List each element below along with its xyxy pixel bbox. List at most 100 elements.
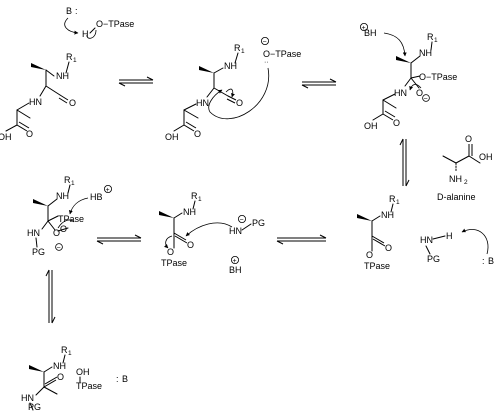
equilibrium-arrow-4 xyxy=(276,234,327,245)
o-tpase-2: O−TPase xyxy=(263,49,301,59)
ester-o-acyl: O xyxy=(366,250,373,260)
nh-label-3: NH xyxy=(419,48,432,58)
equilibrium-arrow-1 xyxy=(118,76,154,87)
hn-label-mid: HN xyxy=(229,226,242,236)
pg-label-prod: PG xyxy=(28,402,41,411)
tpase-label-enzyme: TPase xyxy=(76,381,102,391)
h-label: H xyxy=(82,29,89,39)
hn-label-ti2: HN xyxy=(27,228,40,238)
r-sub-2: 1 xyxy=(241,48,245,55)
nh-label-acyl: NH xyxy=(381,210,394,220)
acid-o-2: O xyxy=(194,129,201,139)
nucleophilic-attack-arrow xyxy=(208,67,270,120)
amide-hn-label: HN xyxy=(29,97,42,107)
da-nh-label: NH xyxy=(449,174,462,184)
da-nh-sub: 2 xyxy=(464,179,468,186)
r-label-acyl: R xyxy=(389,194,396,204)
plus-ti2: + xyxy=(106,187,110,194)
tetrahedral-intermediate-1: + BH NH R 1 O−TPase O − HN O OH xyxy=(359,22,457,131)
protonation-arrow xyxy=(383,32,407,57)
r-subscript: 1 xyxy=(73,57,77,64)
amine-attack-arrow xyxy=(185,222,233,237)
da-o-label: O xyxy=(465,134,472,144)
hn-label-3: HN xyxy=(394,88,407,98)
acid-o-3: O xyxy=(393,118,400,128)
substrate-molecule: NH R 1 O HN O OH xyxy=(0,52,77,142)
oh-label-2: OH xyxy=(165,132,179,142)
wedge-bond xyxy=(31,63,46,70)
base-label-3: B xyxy=(122,374,128,384)
equilibrium-arrow-5 xyxy=(96,234,142,245)
minus-1: − xyxy=(263,39,267,46)
da-oh-label: OH xyxy=(479,152,493,162)
r-label-prod: R xyxy=(61,345,68,355)
tetrahedral-intermediate-2: NH R 1 TPase O O − HN PG HB + xyxy=(27,175,113,257)
pg-label-1: PG xyxy=(427,254,440,264)
pg-label-mid: PG xyxy=(252,218,265,228)
h-label-pg: H xyxy=(446,231,453,241)
r-sub-acyl: 1 xyxy=(396,199,400,206)
equilibrium-arrow-3 xyxy=(399,138,410,187)
bh-label-1: BH xyxy=(364,28,377,38)
equilibrium-arrow-2 xyxy=(301,78,337,89)
minus-mid: − xyxy=(240,217,244,224)
hn-pg-label: HN xyxy=(420,235,433,245)
r-sub-prod: 1 xyxy=(68,350,72,357)
oh-bond-arrow xyxy=(86,29,97,39)
attack-intermediate: NH R 1 O HN O OH − O−TPase ·· xyxy=(165,37,301,142)
base-label-2: B xyxy=(488,256,494,266)
hn-label-prod: HN xyxy=(21,393,34,403)
transpeptidation-product: NH R 1 O HN PG xyxy=(21,345,72,411)
alkoxide-o-ti2: O xyxy=(60,224,67,234)
lone-pair-2: ·· xyxy=(264,59,269,66)
proton-abstraction-arrow xyxy=(64,17,79,35)
o-label-acyl: O xyxy=(385,243,392,253)
base-1: B : H O−TPase xyxy=(64,6,134,39)
o-label-2: O xyxy=(236,98,243,108)
regenerated-enzyme: OH TPase : B xyxy=(76,367,128,391)
bh-label-mid: BH xyxy=(229,265,242,275)
hn-label-2: HN xyxy=(196,98,209,108)
tpase-acyl: TPase xyxy=(364,261,390,271)
r-label-ti2: R xyxy=(64,175,71,185)
o-label-mid: O xyxy=(187,240,194,250)
acid-o-label: O xyxy=(26,129,33,139)
nh-label-prod: NH xyxy=(53,361,66,371)
r-label-2: R xyxy=(234,43,241,53)
alkoxide-o-3: O xyxy=(416,88,423,98)
equilibrium-arrow-6 xyxy=(45,269,56,324)
nh-label-mid: NH xyxy=(183,207,196,217)
ester-o-mid: O xyxy=(167,247,174,257)
o-label-prod: O xyxy=(57,372,64,382)
base-lone-pair: : xyxy=(75,6,78,16)
o-ti2: O xyxy=(53,228,60,238)
oh-label: OH xyxy=(0,132,12,142)
base-colon-2: : xyxy=(482,256,485,266)
r-sub-mid: 1 xyxy=(198,196,202,203)
carbonyl-o-label: O xyxy=(69,98,76,108)
negative-charge-1 xyxy=(260,37,269,46)
r-label-mid: R xyxy=(191,191,198,201)
protonation-arrow-2 xyxy=(68,197,89,215)
oh-label-enzyme: OH xyxy=(76,367,90,377)
collapse-arrow xyxy=(409,84,422,91)
r-sub-3: 1 xyxy=(434,37,438,44)
tpase-mid: TPase xyxy=(161,258,187,268)
acyl-enzyme-attack: NH R 1 O O TPase − HN PG + BH xyxy=(159,191,265,275)
hb-label: HB xyxy=(90,192,103,202)
minus-3: − xyxy=(424,96,428,103)
base-colon-3: : xyxy=(116,374,119,384)
plus-1: + xyxy=(362,25,366,32)
r-label-3: R xyxy=(427,32,434,42)
base-label: B xyxy=(66,6,72,16)
nh-label-2: NH xyxy=(224,61,237,71)
nh-label-ti2: NH xyxy=(56,191,69,201)
collapse-arrow-ti2 xyxy=(57,219,75,229)
d-alanine-molecule: O OH NH 2 D-alanine xyxy=(437,134,493,202)
carbonyl-arrow xyxy=(225,88,235,98)
pg-label-ti2: PG xyxy=(32,247,45,257)
carbonyl-arrow-mid xyxy=(164,235,173,249)
plus-mid: + xyxy=(233,258,237,265)
minus-ti2: − xyxy=(57,245,61,252)
